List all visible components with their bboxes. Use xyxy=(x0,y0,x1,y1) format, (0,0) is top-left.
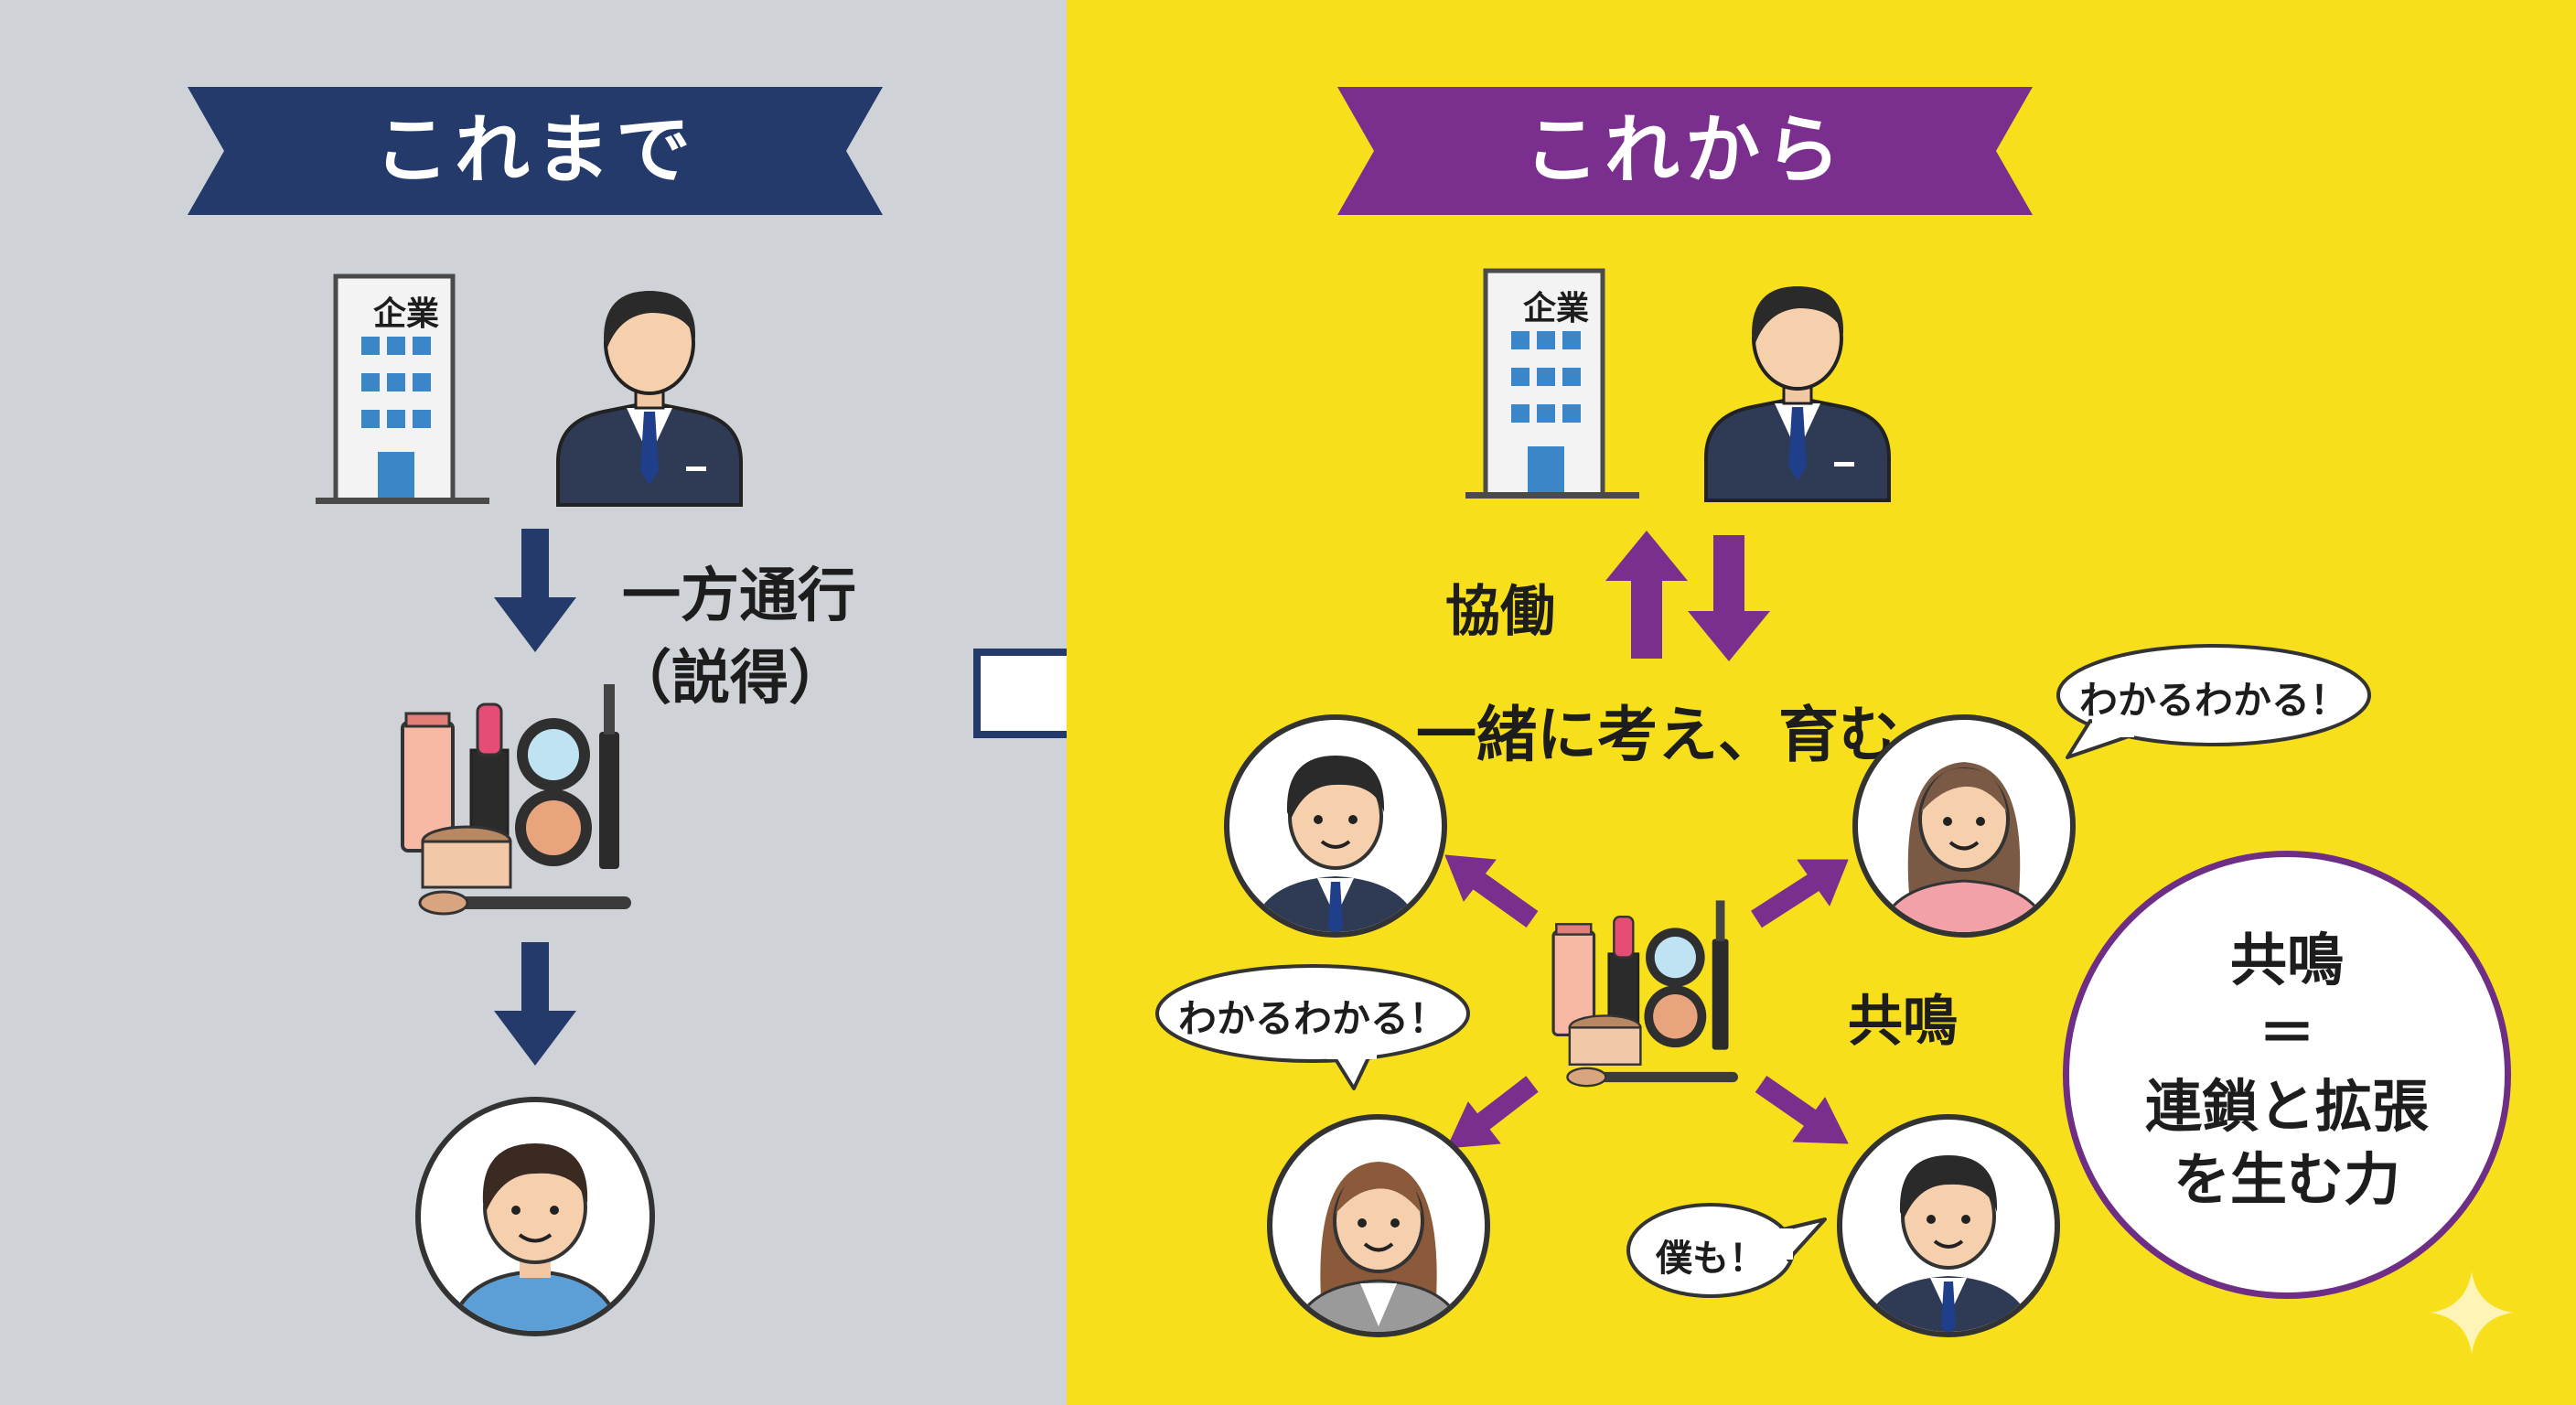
bubble-text-top-right: わかるわかる！ xyxy=(2078,678,2348,723)
resonance-arrows xyxy=(1444,854,1849,1149)
resonance-statement: 共鳴 ＝ 連鎖と拡張 を生む力 xyxy=(2063,851,2511,1299)
statement-line-2: ＝ xyxy=(2258,1000,2315,1067)
statement-line-1: 共鳴 xyxy=(2229,927,2344,993)
ribbon-shape xyxy=(1337,87,2033,215)
cowork-label: 協働 xyxy=(1445,580,1555,644)
speech-bubble xyxy=(1155,964,1470,1090)
arrow-down-icon xyxy=(494,529,576,652)
businessman-icon xyxy=(1704,286,1891,502)
building-icon xyxy=(1465,268,1639,499)
before-banner: これまで xyxy=(188,87,883,215)
persuasion-label: （説得） xyxy=(613,645,847,713)
woman-avatar xyxy=(1267,1114,1490,1337)
after-banner: これから xyxy=(1337,87,2033,215)
bidirectional-arrow-icon xyxy=(1605,531,1770,661)
before-title: これまで xyxy=(373,107,696,194)
arrow-down-icon xyxy=(494,942,576,1066)
ribbon-shape xyxy=(188,87,883,215)
sparkle-icon xyxy=(2431,1271,2513,1354)
businessman-avatar xyxy=(1224,714,1447,938)
resonance-label: 共鳴 xyxy=(1848,990,1958,1054)
together-label: 一緒に考え、育む xyxy=(1416,700,1899,770)
businessman-avatar xyxy=(1837,1114,2060,1337)
statement-line-3: 連鎖と拡張 xyxy=(2144,1073,2429,1140)
company-sign: 企業 xyxy=(373,295,440,333)
bubble-text-mid-left: わかるわかる！ xyxy=(1177,996,1447,1041)
oneway-label: 一方通行 xyxy=(622,563,856,630)
woman-avatar xyxy=(1852,714,2076,938)
consumer-icon xyxy=(415,1097,655,1336)
speech-bubble xyxy=(1626,1203,1827,1298)
after-title: これから xyxy=(1523,107,1846,194)
bubble-text-bottom: 僕も！ xyxy=(1656,1238,1766,1280)
statement-line-4: を生む力 xyxy=(2173,1146,2400,1213)
cosmetics-icon xyxy=(1551,900,1738,1088)
speech-bubble xyxy=(2056,644,2371,759)
businessman-icon xyxy=(556,291,743,507)
cosmetics-icon xyxy=(401,684,631,916)
building-icon xyxy=(316,273,489,504)
company-sign: 企業 xyxy=(1523,290,1590,327)
